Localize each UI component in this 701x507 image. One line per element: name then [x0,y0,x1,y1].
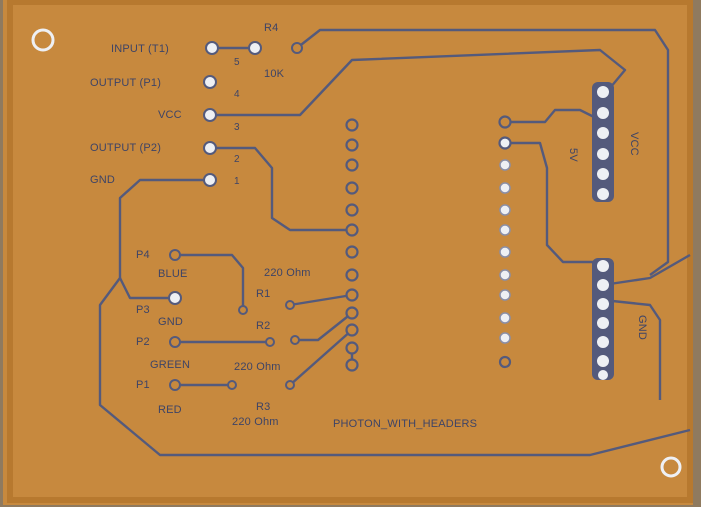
pin-number-2: 2 [234,154,240,165]
board-edge [7,0,693,503]
pin-number-1: 1 [234,176,240,187]
p4-label: P4 [136,249,150,261]
r1-label: R1 [256,288,271,300]
trace-r3-to-header [289,329,353,386]
r4-label: R4 [264,22,279,34]
input-t1-label: INPUT (T1) [111,43,170,55]
mounting-hole-bottom-right [660,456,682,478]
output-p2-label: OUTPUT (P2) [90,142,162,154]
resistor-pads [227,300,300,390]
pin-number-3: 3 [234,122,240,133]
trace-photon-d2 [505,141,600,264]
trace-gnd-header2 [602,298,662,400]
led-pads [168,249,182,391]
trace-gnd-outline [98,178,691,457]
led-gnd-label: GND [158,316,184,328]
r3-label: R3 [256,401,271,413]
module-label: PHOTON_WITH_HEADERS [333,418,478,430]
p2-label: P2 [136,336,150,348]
photon-right-header [498,115,512,369]
blue-label: BLUE [158,268,188,280]
trace-output-p2 [210,146,352,232]
pin-number-4: 4 [234,89,240,100]
photon-left-header [345,118,359,372]
pin-number-5: 5 [234,57,240,68]
output-p1-label: OUTPUT (P1) [90,77,162,89]
gnd-connector [592,258,614,380]
connector-gnd-label: GND [636,315,648,341]
mounting-hole-top-left [31,28,55,52]
trace-gnd-blue [118,277,175,300]
red-label: RED [158,404,182,416]
r4-value-label: 10K [264,68,285,80]
r1-value-label: 220 Ohm [264,267,311,279]
r3-value-label: 220 Ohm [232,416,279,428]
connector-5v-label: 5V [567,148,579,162]
trace-photon-d1 [505,108,601,124]
trace-p4-to-r1 [175,253,245,310]
green-label: GREEN [150,359,191,371]
copper-traces [98,28,691,457]
trace-gnd-header [602,253,691,287]
p3-label: P3 [136,304,150,316]
trace-vcc-to-header [210,48,627,117]
trace-r2-to-header [295,312,353,342]
gnd-label: GND [90,174,116,186]
terminal-pads [203,75,217,187]
vcc-label: VCC [158,109,182,121]
r2-value-label: 220 Ohm [234,361,281,373]
connector-vcc-label: VCC [628,132,640,156]
trace-r4-to-top-border [296,28,670,276]
power-connector [592,82,614,202]
trace-r1-to-header [289,293,353,307]
p1-label: P1 [136,379,150,391]
r4-pads [205,41,303,55]
r2-label: R2 [256,320,271,332]
